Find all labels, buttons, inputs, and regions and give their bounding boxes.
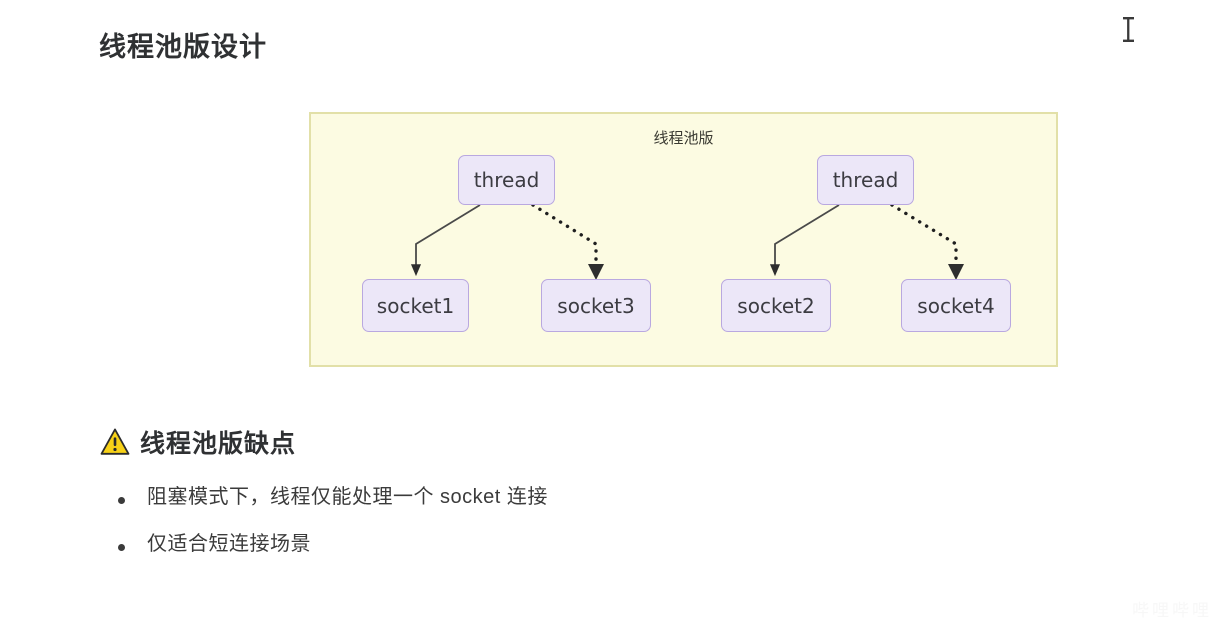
list-item-text: 阻塞模式下，线程仅能处理一个 socket 连接 — [147, 486, 548, 508]
diagram-container: 线程池版 thread thread socket1 socket3 — [309, 112, 1058, 367]
bullet-dot-icon — [118, 544, 125, 551]
list-item-text: 仅适合短连接场景 — [147, 533, 311, 555]
edge-thread-right-to-socket2 — [769, 204, 840, 277]
node-socket3[interactable]: socket3 — [541, 279, 651, 332]
section-heading-text: 线程池版缺点 — [140, 430, 297, 458]
node-thread-right[interactable]: thread — [817, 155, 914, 205]
list-item: 仅适合短连接场景 — [104, 534, 548, 554]
edge-thread-left-to-socket3 — [531, 203, 604, 280]
list-item: 阻塞模式下，线程仅能处理一个 socket 连接 — [104, 487, 548, 507]
diagram-title: 线程池版 — [653, 129, 714, 147]
edge-thread-right-to-socket4 — [890, 203, 964, 280]
node-thread-left[interactable]: thread — [458, 155, 555, 205]
text-cursor-icon — [1123, 17, 1134, 42]
page-title: 线程池版设计 — [99, 32, 267, 62]
node-socket4[interactable]: socket4 — [901, 279, 1011, 332]
edge-thread-left-to-socket1 — [410, 204, 481, 277]
warning-triangle-icon — [100, 428, 130, 455]
node-socket1[interactable]: socket1 — [362, 279, 469, 332]
disadvantages-list: 阻塞模式下，线程仅能处理一个 socket 连接 仅适合短连接场景 — [104, 487, 548, 581]
bullet-dot-icon — [118, 497, 125, 504]
watermark: 哔哩哔哩 — [1132, 601, 1212, 621]
node-socket2[interactable]: socket2 — [721, 279, 831, 332]
section-heading: 线程池版缺点 — [100, 424, 296, 460]
